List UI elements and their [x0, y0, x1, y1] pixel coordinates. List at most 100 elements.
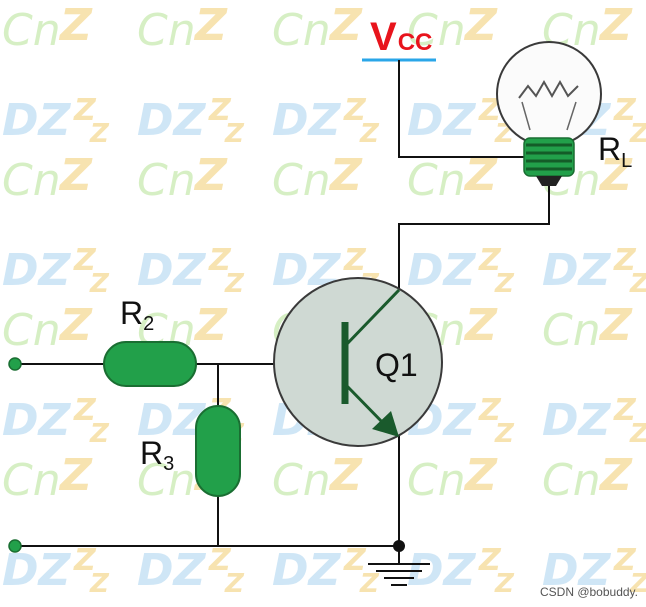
- collector-lead: [343, 288, 401, 348]
- input-terminal: [8, 357, 22, 371]
- lamp-tip: [536, 176, 562, 186]
- watermark-dz: DZ: [272, 545, 342, 596]
- watermark-z: Z: [478, 243, 502, 278]
- r3-body: [195, 405, 241, 497]
- watermark-z: Z: [224, 569, 245, 599]
- lamp-to-collector-wire: [398, 186, 550, 290]
- watermark-cn: Cn: [2, 305, 61, 356]
- watermark-cn: Cn: [272, 155, 331, 206]
- watermark-z: Z: [193, 150, 228, 201]
- watermark-z: Z: [598, 150, 633, 201]
- watermark-z: Z: [58, 300, 93, 351]
- watermark-z: Z: [328, 150, 363, 201]
- watermark-z: Z: [613, 243, 637, 278]
- watermark-cn: Cn: [542, 305, 601, 356]
- watermark-z: Z: [208, 543, 232, 578]
- watermark-dz: DZ: [137, 245, 207, 296]
- watermark-z: Z: [328, 0, 363, 51]
- watermark-z: Z: [629, 569, 646, 599]
- q1-label: Q1: [375, 347, 418, 383]
- watermark-z: Z: [494, 569, 515, 599]
- watermark-cn: Cn: [2, 5, 61, 56]
- watermark-z: Z: [224, 269, 245, 299]
- watermark-z: Z: [343, 243, 367, 278]
- emitter-lead: [343, 382, 388, 428]
- resistor-r2: R2: [103, 295, 197, 387]
- watermark-cn: Cn: [407, 155, 466, 206]
- watermark-cn: Cn: [137, 155, 196, 206]
- watermark-z: Z: [463, 150, 498, 201]
- watermark-z: Z: [613, 543, 637, 578]
- watermark-z: Z: [478, 393, 502, 428]
- watermark-cn: Cn: [2, 155, 61, 206]
- watermark-dz: DZ: [137, 395, 207, 446]
- watermark-cn: Cn: [2, 455, 61, 506]
- watermark-cn: Cn: [407, 455, 466, 506]
- rl-label: RL: [598, 131, 632, 172]
- watermark-cn: Cn: [542, 455, 601, 506]
- bulb-filament: [518, 79, 579, 99]
- watermark-z: Z: [359, 119, 380, 149]
- watermark-z: Z: [463, 300, 498, 351]
- watermark-z: Z: [193, 300, 228, 351]
- watermark-z: Z: [463, 450, 498, 501]
- watermark-dz: DZ: [2, 245, 72, 296]
- transistor-q1: Q1: [273, 277, 443, 447]
- vcc-label: VCC: [370, 15, 432, 59]
- watermark-dz: DZ: [137, 95, 207, 146]
- watermark-z: Z: [343, 93, 367, 128]
- watermark-z: Z: [73, 93, 97, 128]
- watermark-z: Z: [613, 93, 637, 128]
- watermark-cn: Cn: [137, 5, 196, 56]
- transistor-body: [273, 277, 443, 447]
- watermark-dz: DZ: [2, 395, 72, 446]
- resistor-r3: R3: [140, 405, 241, 497]
- watermark-z: Z: [58, 450, 93, 501]
- watermark-z: Z: [58, 0, 93, 51]
- watermark-z: Z: [343, 543, 367, 578]
- watermark-z: Z: [89, 269, 110, 299]
- vcc-to-lamp-wire: [398, 60, 528, 158]
- watermark-z: Z: [73, 243, 97, 278]
- lamp-rl: RL: [496, 41, 632, 186]
- vcc-supply: VCC: [362, 15, 436, 62]
- ground-junction: [393, 540, 405, 552]
- r2-label: R2: [120, 295, 154, 335]
- watermark-cn: Cn: [272, 5, 331, 56]
- bulb-glass: [496, 41, 602, 147]
- watermark-z: Z: [89, 419, 110, 449]
- watermark-z: Z: [359, 569, 380, 599]
- watermark-z: Z: [478, 543, 502, 578]
- watermark-dz: DZ: [2, 545, 72, 596]
- watermark-cn: Cn: [137, 455, 196, 506]
- watermark-cn: Cn: [272, 455, 331, 506]
- watermark-z: Z: [598, 450, 633, 501]
- watermark-dz: DZ: [542, 245, 612, 296]
- watermark-z: Z: [598, 300, 633, 351]
- watermark-z: Z: [208, 93, 232, 128]
- watermark-dz: DZ: [542, 395, 612, 446]
- emitter-arrow: [372, 411, 399, 437]
- watermark-dz: DZ: [407, 245, 477, 296]
- watermark-z: Z: [73, 393, 97, 428]
- watermark-z: Z: [89, 119, 110, 149]
- watermark-z: Z: [494, 269, 515, 299]
- watermark-dz: DZ: [137, 545, 207, 596]
- watermark-dz: DZ: [272, 95, 342, 146]
- watermark-z: Z: [193, 0, 228, 51]
- watermark-z: Z: [494, 419, 515, 449]
- watermark-z: Z: [224, 119, 245, 149]
- watermark-z: Z: [613, 393, 637, 428]
- watermark-dz: DZ: [2, 95, 72, 146]
- ground-terminal: [8, 539, 22, 553]
- watermark-dz: DZ: [542, 545, 612, 596]
- watermark-z: Z: [89, 569, 110, 599]
- watermark-z: Z: [598, 0, 633, 51]
- r2-body: [103, 341, 197, 387]
- watermark-z: Z: [328, 450, 363, 501]
- csdn-credit: CSDN @bobuddy.: [540, 585, 638, 599]
- watermark-dz: DZ: [407, 95, 477, 146]
- watermark-z: Z: [73, 543, 97, 578]
